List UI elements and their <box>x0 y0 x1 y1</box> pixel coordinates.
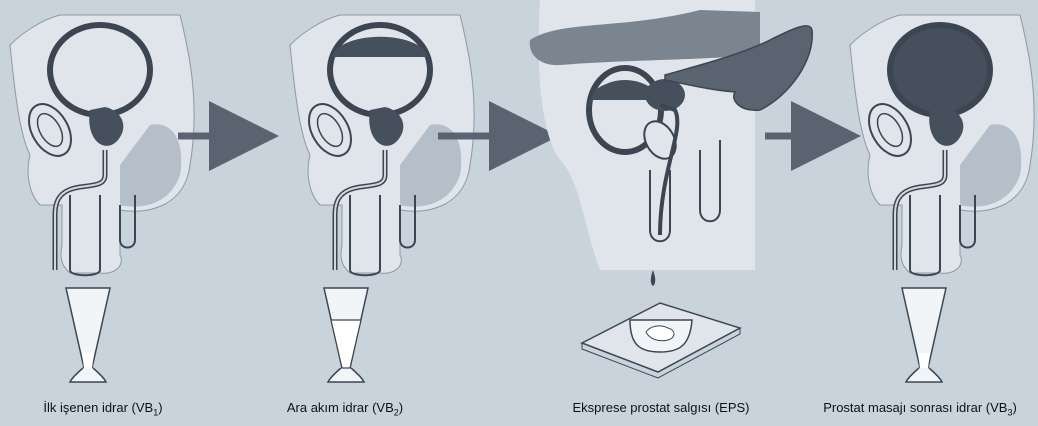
anatomy-panel-3 <box>530 0 812 378</box>
caption-vb1-tail: ) <box>158 400 162 415</box>
caption-vb2-tail: ) <box>399 400 403 415</box>
caption-vb3-tail: ) <box>1012 400 1016 415</box>
urine-cup-3 <box>902 288 946 382</box>
anatomy-panel-4 <box>850 15 1034 275</box>
caption-vb3: Prostat masajı sonrası idrar (VB3) <box>823 400 1017 418</box>
caption-eps-text: Ekspresе prostat salgısı (EPS) <box>572 400 749 415</box>
anatomy-panel-2 <box>290 15 474 275</box>
caption-vb2-text: Ara akım idrar (VB <box>287 400 394 415</box>
caption-vb3-text: Prostat masajı sonrası idrar (VB <box>823 400 1007 415</box>
caption-vb2: Ara akım idrar (VB2) <box>287 400 403 418</box>
anatomy-panel-1 <box>10 15 194 275</box>
urine-cup-1 <box>66 288 110 382</box>
caption-vb1: İlk işenen idrar (VB1) <box>43 400 162 418</box>
caption-eps: Ekspresе prostat salgısı (EPS) <box>572 400 749 415</box>
urine-cup-2 <box>324 288 368 382</box>
caption-vb1-text: İlk işenen idrar (VB <box>43 400 153 415</box>
